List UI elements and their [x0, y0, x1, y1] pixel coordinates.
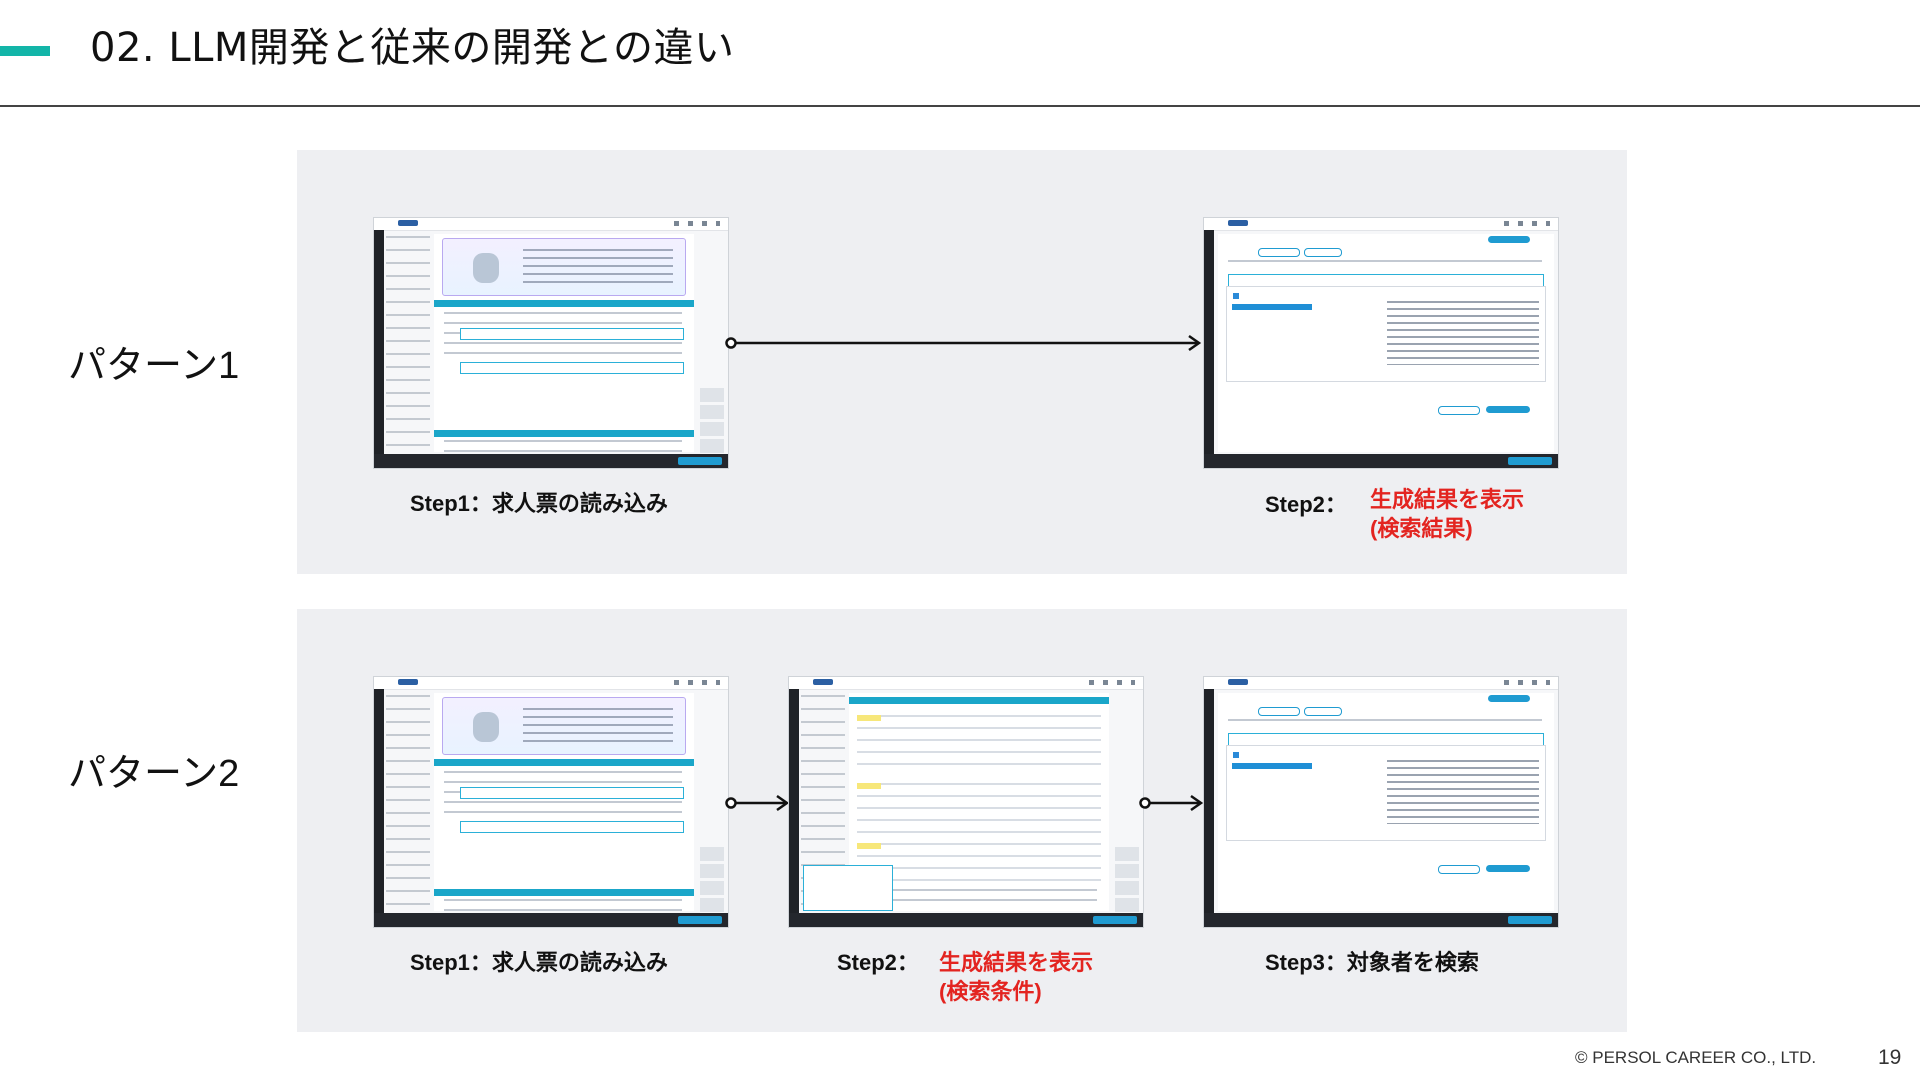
- pattern2-step1-caption: Step1：求人票の読み込み: [410, 950, 668, 975]
- pattern1-step2-highlight-line1: 生成結果を表示: [1370, 487, 1525, 512]
- pattern2-step2-caption: Step2：: [837, 950, 919, 975]
- pattern2-step3-screenshot: [1203, 676, 1559, 928]
- header-icons: [674, 221, 720, 226]
- pattern2-step1-screenshot: [373, 676, 729, 928]
- pattern1-step1-caption: Step1：求人票の読み込み: [410, 491, 668, 516]
- pattern2-arrow-1: [725, 794, 790, 812]
- slide-title: 02. LLM開発と従来の開発との違い: [90, 25, 735, 71]
- pattern1-step1-screenshot: [373, 217, 729, 469]
- app-logo: [398, 220, 418, 226]
- pattern2-step2-highlight-line1: 生成結果を表示: [939, 950, 1094, 975]
- upload-hero-banner: [442, 238, 686, 296]
- app-logo: [398, 679, 418, 685]
- pattern1-step2-caption: Step2：: [1265, 492, 1347, 517]
- pattern1-step2-screenshot: [1203, 217, 1559, 469]
- candidate-card: [1226, 745, 1546, 841]
- pattern1-label: パターン1: [68, 345, 240, 387]
- pattern1-step2-highlight-line2: (検索結果): [1370, 516, 1473, 541]
- copyright: © PERSOL CAREER CO., LTD.: [1575, 1048, 1817, 1067]
- header-icons: [674, 680, 720, 685]
- upload-hero-banner: [442, 697, 686, 755]
- app-logo: [1228, 679, 1248, 685]
- page-number: 19: [1878, 1046, 1902, 1069]
- title-divider: [0, 105, 1920, 107]
- header-icons: [1504, 221, 1550, 226]
- pattern1-arrow: [725, 334, 1202, 352]
- title-accent-bar: [0, 46, 50, 56]
- pattern2-arrow-2: [1139, 794, 1204, 812]
- app-logo: [1228, 220, 1248, 226]
- pattern2-step3-caption: Step3：対象者を検索: [1265, 950, 1479, 975]
- pattern2-step2-highlight-line2: (検索条件): [939, 979, 1042, 1004]
- pattern2-label: パターン2: [68, 753, 240, 795]
- header-icons: [1089, 680, 1135, 685]
- pattern2-step2-screenshot: [788, 676, 1144, 928]
- header-icons: [1504, 680, 1550, 685]
- candidate-card: [1226, 286, 1546, 382]
- conditions-popup: [803, 865, 893, 911]
- app-logo: [813, 679, 833, 685]
